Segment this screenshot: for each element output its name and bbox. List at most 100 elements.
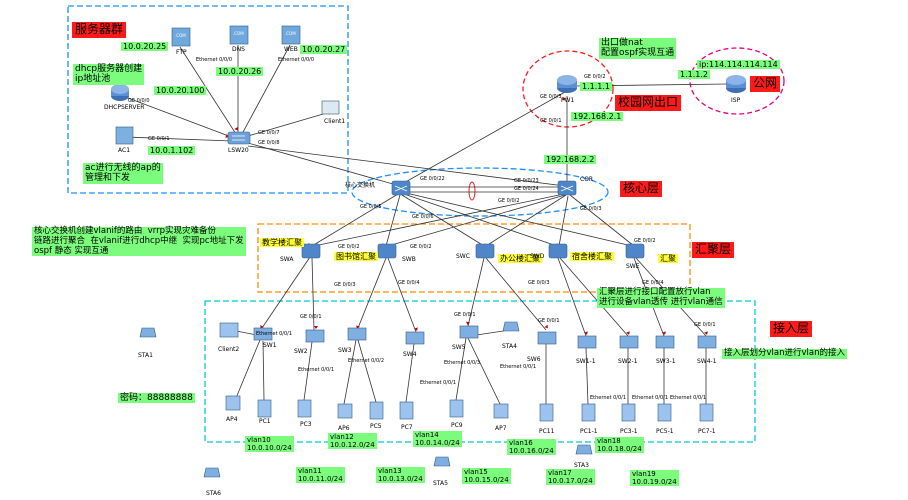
- port-label: Ethernet 0/0/3: [444, 360, 481, 366]
- aggregation-frame: [257, 223, 691, 293]
- fw-ip-b: 1.1.1.1: [580, 82, 612, 92]
- client2-name: Client2: [218, 346, 240, 353]
- sta1-name: STA1: [138, 352, 153, 359]
- swe-icon[interactable]: [625, 243, 645, 259]
- sta3-icon[interactable]: [575, 444, 593, 455]
- port-label: GE 0/0/1: [300, 314, 322, 320]
- pc9-icon[interactable]: [449, 399, 464, 418]
- swd-name: SWD: [530, 253, 545, 260]
- port-label: GE 0/0/1: [454, 312, 476, 318]
- aggregation-switches: [301, 243, 645, 259]
- sw4-1-icon[interactable]: [697, 335, 717, 349]
- pc3-1-icon[interactable]: [621, 403, 636, 422]
- port-label: Ethernet 0/0/1: [298, 367, 335, 373]
- pc5-icon[interactable]: [369, 401, 384, 420]
- pc11-icon[interactable]: [539, 403, 554, 422]
- vlan10-label: vlan10 10.0.10.0/24: [245, 436, 294, 453]
- lsw20-switch-icon[interactable]: [227, 131, 251, 145]
- dhcp-router-icon[interactable]: [111, 84, 129, 101]
- sta6-name: STA6: [206, 490, 221, 497]
- pc5-1-icon[interactable]: [657, 403, 672, 422]
- ap7-icon[interactable]: [493, 403, 509, 419]
- pc11-name: PC11: [539, 428, 555, 435]
- dns-server-icon[interactable]: [229, 25, 249, 45]
- sw3-1-icon[interactable]: [655, 335, 675, 349]
- pc7-icon[interactable]: [399, 401, 414, 420]
- web-ip: 10.0.20.27: [300, 45, 348, 55]
- port-label: Ethernet 0/0/1: [420, 380, 457, 386]
- campus-exit-title: 校园网出口: [615, 95, 682, 111]
- sw1-1-icon[interactable]: [577, 335, 597, 349]
- core-ip: 192.168.2.2: [544, 155, 597, 165]
- pc7-1-name: PC7-1: [698, 428, 716, 435]
- port-label: GE 0/0/1: [540, 118, 562, 124]
- port-label: GE 0/0/1: [538, 318, 560, 324]
- swd-icon[interactable]: [548, 243, 568, 259]
- port-label: Ethernet 0/0/1: [670, 395, 707, 401]
- port-label: GE 0/0/3: [540, 94, 562, 100]
- sw6-name: SW6: [527, 356, 541, 363]
- link-aggregation-mark: [468, 181, 476, 201]
- sw2-1-icon[interactable]: [619, 335, 639, 349]
- fw1-router-icon[interactable]: [557, 75, 577, 93]
- ap7-name: AP7: [495, 425, 507, 432]
- pc1-1-icon[interactable]: [581, 403, 596, 422]
- port-label: GE 0/0/4: [398, 280, 420, 286]
- sw3-icon[interactable]: [347, 327, 367, 341]
- dns-com-mark: .COM: [233, 31, 244, 36]
- sta1-icon[interactable]: [139, 327, 157, 338]
- ac-icon[interactable]: [115, 126, 134, 145]
- core-switch-1-icon[interactable]: [391, 180, 411, 196]
- port-label: GE 0/0/7: [258, 130, 280, 136]
- vlan17-label: vlan17 10.0.17.0/24: [546, 469, 595, 486]
- ap6-icon[interactable]: [337, 403, 353, 419]
- isp-router-icon[interactable]: [726, 75, 746, 93]
- pc9-name: PC9: [451, 422, 463, 429]
- sw5-icon[interactable]: [459, 325, 479, 339]
- swa-icon[interactable]: [301, 243, 321, 259]
- end-hosts: [219, 322, 714, 422]
- web-com-mark: .COM: [285, 31, 296, 36]
- port-label: GE 0/0/2: [634, 238, 656, 244]
- exit-ellipse: [522, 50, 614, 128]
- swb-icon[interactable]: [377, 243, 397, 259]
- port-label: Ethernet 0/0/2: [348, 358, 385, 364]
- web-name: WEB: [284, 46, 298, 53]
- public-net-title: 公网: [750, 76, 781, 92]
- port-label: Ethernet 0/0/1: [632, 395, 669, 401]
- sta4-icon[interactable]: [502, 321, 520, 332]
- swc-icon[interactable]: [475, 243, 495, 259]
- vlan11-label: vlan11 10.0.11.0/24: [296, 467, 345, 484]
- sta6-icon[interactable]: [203, 467, 221, 478]
- vlan19-label: vlan19 10.0.19.0/24: [630, 470, 679, 487]
- port-label: GE 0/0/24: [514, 186, 539, 192]
- web-server-icon[interactable]: [281, 25, 301, 45]
- laptops: [139, 321, 593, 478]
- access-desc-note: 接入层划分vlan进行vlan的接入: [722, 348, 847, 359]
- pc3-icon[interactable]: [297, 399, 312, 418]
- sw1-icon[interactable]: [253, 327, 273, 341]
- isp-ip: ip:114.114.114.114: [697, 60, 780, 70]
- pc7-name: PC7: [401, 424, 413, 431]
- pc5-1-name: PC5-1: [656, 428, 674, 435]
- password-note: 密码：88888888: [118, 393, 195, 404]
- pc1-1-name: PC1-1: [580, 428, 598, 435]
- ftp-server-icon[interactable]: [171, 27, 191, 47]
- ap4-icon[interactable]: [225, 395, 241, 411]
- ac-note: ac进行无线的ap的 管理和下发: [83, 163, 163, 184]
- sta5-icon[interactable]: [433, 456, 451, 467]
- ftp-com-mark: .COM: [175, 33, 186, 38]
- lsw20-name: LSW20: [228, 147, 249, 154]
- core-switch-2-icon[interactable]: [557, 180, 577, 196]
- sw2-icon[interactable]: [305, 329, 325, 343]
- pc7-1-icon[interactable]: [699, 403, 714, 422]
- pc1-icon[interactable]: [257, 399, 272, 418]
- ap4-name: AP4: [226, 416, 238, 423]
- client2-icon[interactable]: [219, 322, 239, 338]
- swe-name: SWE: [626, 263, 640, 270]
- client1-icon[interactable]: [321, 100, 340, 115]
- sw6-icon[interactable]: [537, 331, 557, 345]
- port-label: GE 0/0/1: [148, 136, 170, 142]
- sw4-icon[interactable]: [405, 331, 425, 345]
- port-label: GE 0/0/6: [412, 214, 434, 220]
